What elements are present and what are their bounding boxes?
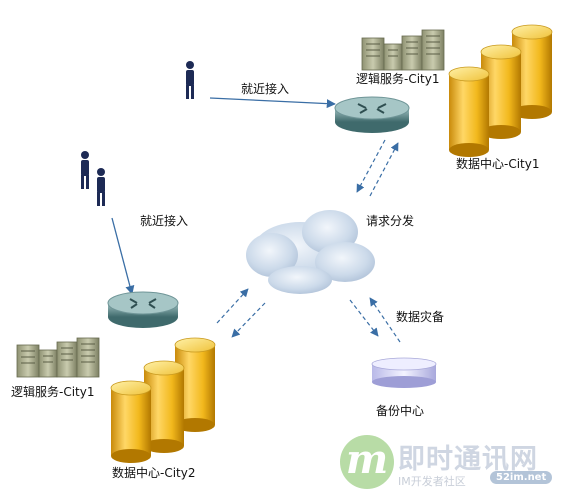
database-icon <box>448 66 490 157</box>
backup-storage-icon <box>371 357 437 388</box>
access-arrow-left <box>111 217 135 295</box>
access-label-left: 就近接入 <box>140 214 189 228</box>
data-backup-label: 数据灾备 <box>396 310 445 324</box>
person-icon <box>186 61 194 99</box>
request-dispatch-label: 请求分发 <box>366 214 415 228</box>
logic-service-label-bottom: 逻辑服务-City1 <box>11 385 95 399</box>
data-center-city1-label: 数据中心-City1 <box>456 157 540 171</box>
watermark-title: 即时通讯网 <box>398 444 538 475</box>
person-icon <box>81 151 89 189</box>
server-rack-icon <box>361 29 445 71</box>
backup-center-label: 备份中心 <box>376 404 425 418</box>
access-arrow-top <box>209 97 336 109</box>
server-rack-icon <box>16 337 100 378</box>
data-center-city2-label: 数据中心-City2 <box>112 466 196 480</box>
watermark-logo: m 即时通讯网 IM开发者社区 52im.net <box>340 435 565 495</box>
watermark-m-icon: m <box>340 435 394 489</box>
access-label-top: 就近接入 <box>241 82 290 96</box>
person-icon <box>97 168 105 206</box>
database-icon <box>110 380 152 463</box>
cloud-icon <box>246 210 375 294</box>
watermark-url: 52im.net <box>490 471 553 484</box>
data-backup-arrows <box>349 297 401 343</box>
router-icon <box>334 96 410 133</box>
router-icon <box>107 291 179 328</box>
logic-service-label-top: 逻辑服务-City1 <box>356 72 440 86</box>
watermark-subtitle: IM开发者社区 <box>398 475 466 488</box>
request-dispatch-arrows <box>216 139 399 338</box>
